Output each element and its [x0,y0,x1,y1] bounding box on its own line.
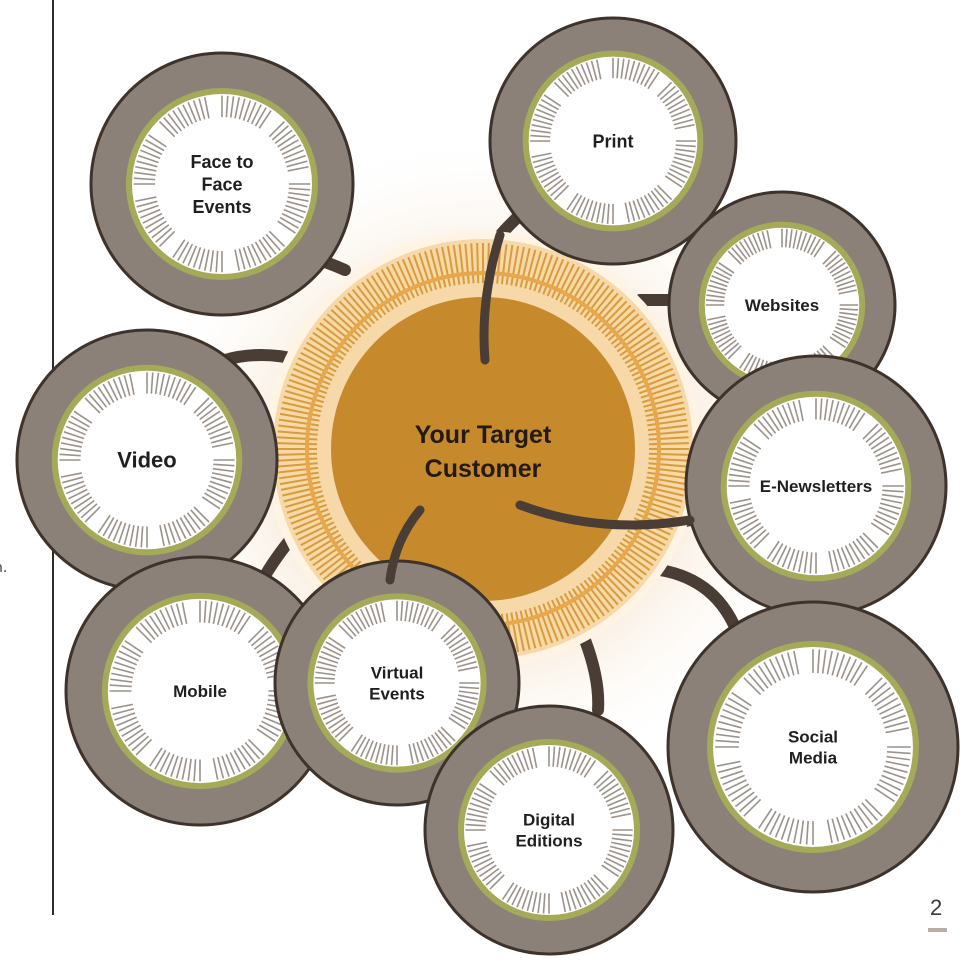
node-video: Video [15,328,279,592]
hub-label-line-1: Your Target [415,421,552,449]
tick-ring [314,600,480,766]
connector-line-7 [579,634,605,716]
node-label: Events [192,197,251,217]
tick-ring [109,600,291,782]
node-center [751,421,881,551]
tick-ring [728,398,904,574]
hub-label-line-2: Customer [425,455,542,483]
node-label: Video [117,448,177,473]
node-label: Websites [745,296,819,315]
node-label: Virtual [371,663,424,682]
node-label: Social [788,727,838,746]
tick-ring [133,95,311,273]
node-label: Face to [190,152,253,172]
node-label: E-Newsletters [760,477,872,496]
tick-ring [530,58,696,224]
tick-ring [59,372,235,548]
tick-ring [277,243,689,655]
node-center [82,395,212,525]
node-label: Mobile [173,682,227,701]
node-center [551,79,675,203]
hub-spoke-1 [479,230,505,365]
node-center [740,674,886,820]
node-center [487,768,611,892]
node-label: Editions [515,832,582,851]
node-mobile: Mobile [64,555,336,827]
center-spokes [385,230,695,585]
node-websites: Websites [667,190,897,420]
node-center [156,118,288,250]
node-label: Media [789,749,838,768]
node-print: Print [488,16,738,266]
node-e-newsletters: E-Newsletters [684,354,948,618]
cropped-text-fragment: n. [0,560,8,576]
hub-spoke-3 [385,505,425,585]
page-number-underline [928,928,947,932]
page-number: 2 [930,895,943,920]
node-label: Print [592,131,633,151]
node-label: Face [201,174,242,194]
node-center [725,248,839,362]
hub-spoke-2 [515,500,695,530]
node-center [336,622,458,744]
node-label: Digital [523,810,575,829]
node-label: Events [369,685,425,704]
node-center [133,624,267,758]
tick-ring [715,649,911,845]
tick-ring [465,746,633,914]
